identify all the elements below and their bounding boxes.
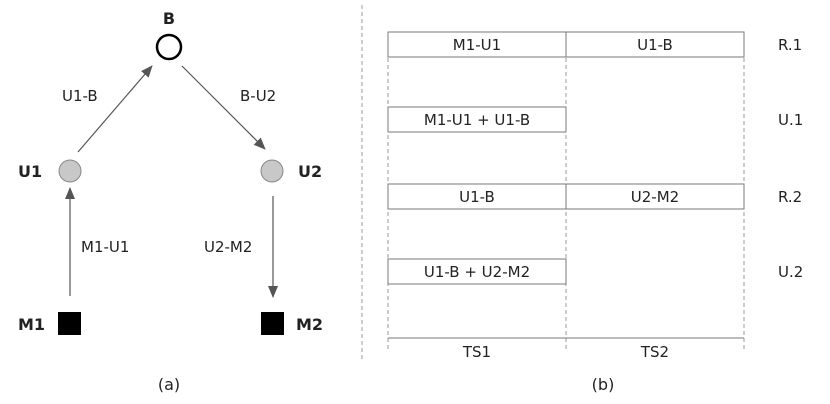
node-b-icon bbox=[155, 33, 183, 61]
edge-b-u2 bbox=[181, 65, 266, 150]
timeslot-label-2: TS2 bbox=[640, 343, 669, 361]
panel-a: U1-B B-U2 M1-U1 U2-M2 B U1 U2 M1 M2 (a) bbox=[18, 9, 323, 394]
caption-a: (a) bbox=[158, 375, 180, 394]
slot-u2-ts1-text: U1-B + U2-M2 bbox=[424, 263, 530, 281]
node-u2-label: U2 bbox=[298, 162, 322, 181]
slot-r1-ts1 bbox=[387, 31, 567, 58]
node-m1-icon bbox=[58, 312, 81, 335]
edge-label-u2-m2: U2-M2 bbox=[204, 238, 252, 256]
slot-r1-ts2-text: U1-B bbox=[637, 36, 673, 54]
panel-b: M1-U1 U1-B M1-U1 + U1-B U1-B U2-M2 U1-B … bbox=[387, 31, 803, 394]
row-label-u1: U.1 bbox=[778, 111, 803, 129]
slot-r1-ts2 bbox=[565, 31, 745, 58]
edge-label-u1-b: U1-B bbox=[62, 87, 98, 105]
node-u1-label: U1 bbox=[18, 162, 42, 181]
row-label-r1: R.1 bbox=[778, 36, 802, 54]
edge-label-b-u2: B-U2 bbox=[240, 87, 276, 105]
slot-r2-ts2 bbox=[565, 183, 745, 210]
caption-b: (b) bbox=[592, 375, 615, 394]
node-m2-icon bbox=[261, 312, 284, 335]
node-u1-icon bbox=[58, 159, 82, 183]
edge-label-m1-u1: M1-U1 bbox=[81, 238, 129, 256]
slot-r2-ts1-text: U1-B bbox=[459, 188, 495, 206]
slot-r1-ts1-text: M1-U1 bbox=[453, 36, 501, 54]
slot-r2-ts2-text: U2-M2 bbox=[631, 188, 679, 206]
edge-u1-b bbox=[77, 65, 153, 153]
node-m1-label: M1 bbox=[18, 315, 45, 334]
slot-u1-ts1 bbox=[387, 106, 567, 133]
slot-u2-ts1 bbox=[387, 258, 567, 285]
timeslot-label-1: TS1 bbox=[462, 343, 491, 361]
node-b-label: B bbox=[163, 9, 175, 28]
node-m2-label: M2 bbox=[296, 315, 323, 334]
row-label-r2: R.2 bbox=[778, 188, 802, 206]
slot-u1-ts1-text: M1-U1 + U1-B bbox=[424, 111, 530, 129]
node-u2-icon bbox=[260, 159, 284, 183]
row-label-u2: U.2 bbox=[778, 263, 803, 281]
slot-r2-ts1 bbox=[387, 183, 567, 210]
